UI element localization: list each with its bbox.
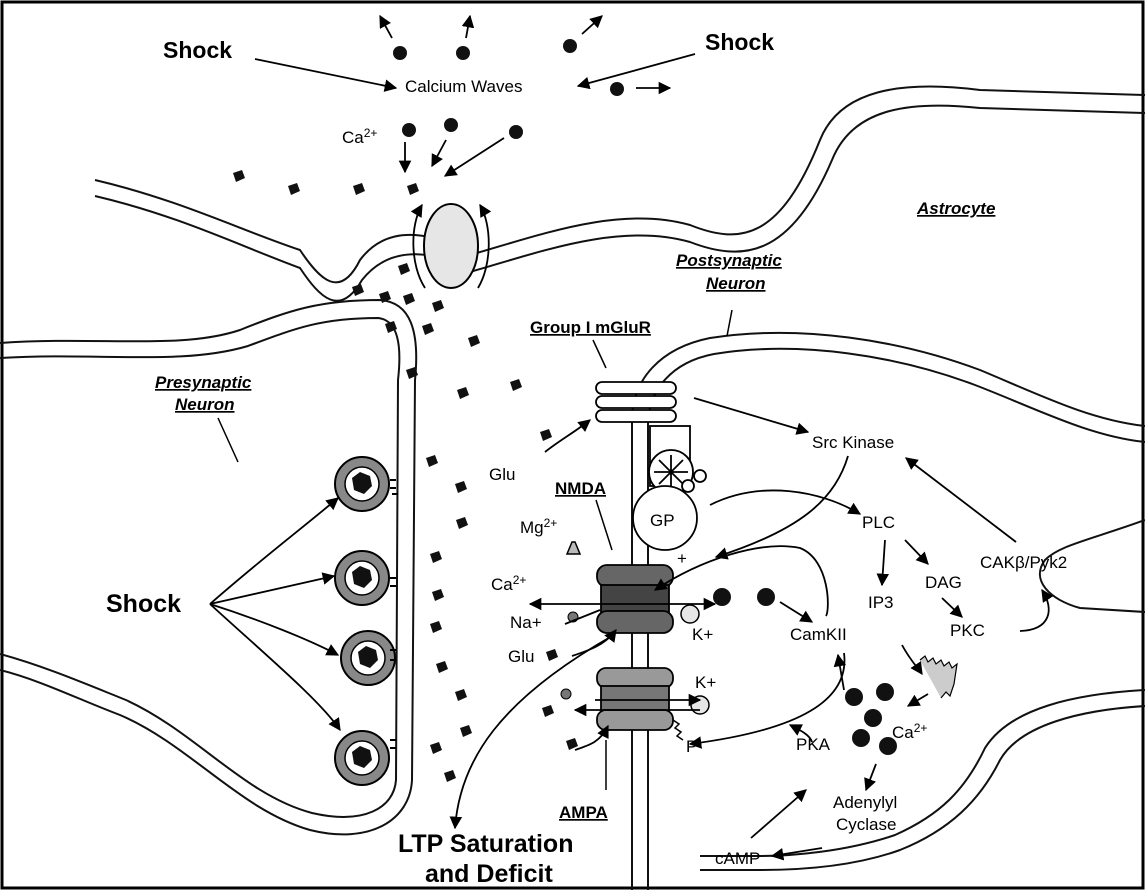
vesicle (335, 551, 389, 605)
cak-pyk2-label: CAKβ/Pyk2 (980, 553, 1067, 572)
p-label: P (686, 737, 697, 756)
k-plus-label-2: K+ (695, 673, 716, 692)
shock-label-left: Shock (106, 590, 181, 618)
astrocyte-label: Astrocyte (916, 199, 995, 218)
calcium-waves-label: Calcium Waves (405, 77, 522, 96)
src-kinase-label: Src Kinase (812, 433, 894, 452)
nmda-label: NMDA (555, 479, 606, 498)
vesicle (341, 631, 395, 685)
vesicle (335, 731, 389, 785)
ip3-label: IP3 (868, 593, 894, 612)
pka-label: PKA (796, 735, 831, 754)
camkii-label: CamKII (790, 625, 847, 644)
adenylyl-label-line2: Cyclase (836, 815, 896, 834)
group1-mglur-label: Group I mGluR (530, 318, 651, 337)
ltp-label-line2: and Deficit (425, 860, 553, 888)
camp-label: cAMP (715, 849, 760, 868)
k-plus-label-1: K+ (692, 625, 713, 644)
vesicle (335, 457, 389, 511)
glu-label-lower: Glu (508, 647, 534, 666)
glu-label-upper: Glu (489, 465, 515, 484)
ltp-label-line1: LTP Saturation (398, 830, 573, 858)
adenylyl-label-line1: Adenylyl (833, 793, 897, 812)
ampa-label: AMPA (559, 803, 608, 822)
presynaptic-label-line2: Neuron (175, 395, 235, 414)
plc-label: PLC (862, 513, 895, 532)
ampa-receptor (597, 668, 673, 730)
presynaptic-label-line1: Presynaptic (155, 373, 252, 392)
shock-label-top-left: Shock (163, 37, 232, 63)
dag-label: DAG (925, 573, 962, 592)
pkc-label: PKC (950, 621, 985, 640)
na-label: Na+ (510, 613, 542, 632)
plus-label: + (677, 549, 687, 568)
astrocyte-channel (424, 204, 478, 288)
postsynaptic-label-line1: Postsynaptic (676, 251, 782, 270)
nmda-receptor (597, 565, 673, 633)
gp-label: GP (650, 511, 675, 530)
postsynaptic-label-line2: Neuron (706, 274, 766, 293)
shock-label-top-right: Shock (705, 29, 774, 55)
